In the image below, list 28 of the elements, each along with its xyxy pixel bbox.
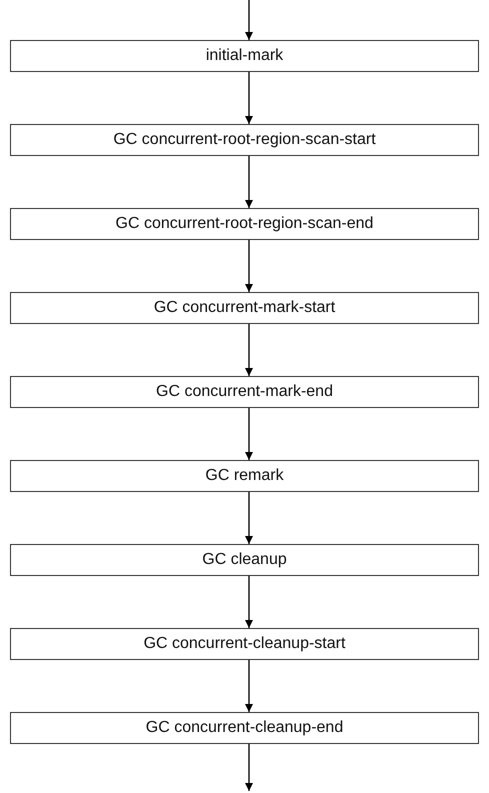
arrow xyxy=(245,744,253,791)
process-box xyxy=(10,124,479,156)
process-box xyxy=(10,208,479,240)
process-box xyxy=(10,712,479,744)
process-box xyxy=(10,376,479,408)
process-box xyxy=(10,460,479,492)
arrow xyxy=(245,576,253,628)
arrow xyxy=(245,0,253,40)
arrow xyxy=(245,324,253,376)
arrow xyxy=(245,492,253,544)
step-label: GC concurrent-root-region-scan-end xyxy=(116,215,374,233)
process-box xyxy=(10,628,479,660)
step-label: GC concurrent-mark-end xyxy=(156,383,333,401)
step-label: GC concurrent-cleanup-end xyxy=(146,719,344,737)
process-box xyxy=(10,292,479,324)
process-box xyxy=(10,40,479,72)
step-label: initial-mark xyxy=(206,47,284,65)
arrow xyxy=(245,660,253,712)
arrow xyxy=(245,156,253,208)
arrow xyxy=(245,240,253,292)
step-label: GC concurrent-mark-start xyxy=(154,299,336,317)
arrow xyxy=(245,72,253,124)
step-label: GC concurrent-cleanup-start xyxy=(144,635,346,653)
arrow xyxy=(245,408,253,460)
process-box xyxy=(10,544,479,576)
step-label: GC remark xyxy=(205,467,284,485)
step-label: GC concurrent-root-region-scan-start xyxy=(113,131,376,149)
step-label: GC cleanup xyxy=(202,551,287,569)
